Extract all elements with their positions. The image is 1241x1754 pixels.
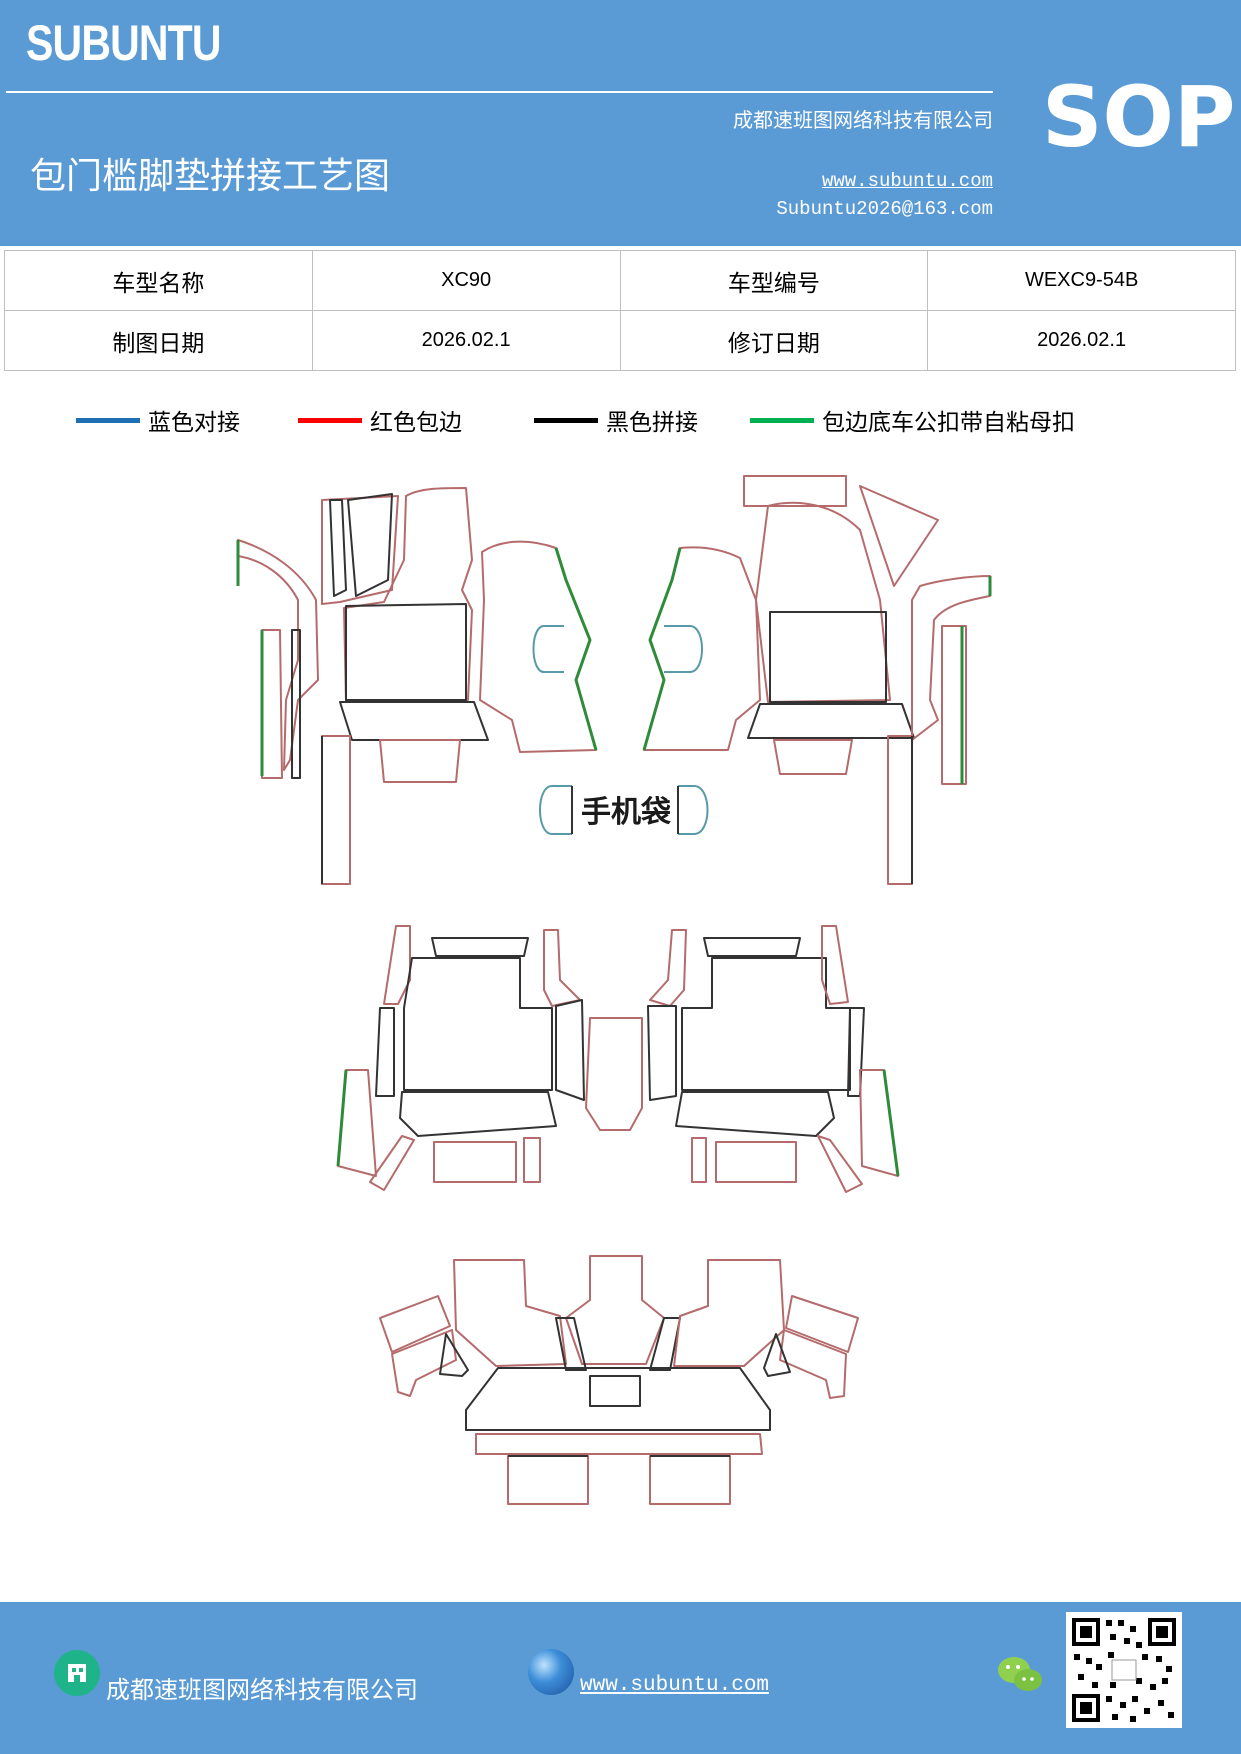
page-header: SUBUNTU SOP 包门槛脚垫拼接工艺图 成都速班图网络科技有限公司 www… — [0, 0, 1241, 246]
legend-item-blue: 蓝色对接 — [76, 400, 240, 440]
legend-item-black: 黑色拼接 — [534, 400, 698, 440]
model-code-label: 车型编号 — [619, 250, 929, 311]
legend-label: 黑色拼接 — [606, 410, 698, 436]
header-divider — [6, 91, 993, 93]
brand-logo: SUBUNTU — [26, 15, 222, 71]
legend-label: 红色包边 — [370, 410, 462, 436]
front-left-mat-group — [236, 487, 489, 885]
third-row-mat-group — [379, 1255, 859, 1505]
legend-swatch-red — [298, 417, 362, 423]
legend-swatch-black — [534, 417, 598, 423]
table-row: 车型名称 XC90 车型编号 WEXC9-54B — [4, 250, 1236, 311]
phone-pocket-label: 手机袋 — [581, 795, 671, 830]
legend-label: 蓝色对接 — [148, 410, 240, 436]
header-website-link[interactable]: www.subuntu.com — [821, 170, 993, 192]
table-row: 制图日期 2026.02.1 修订日期 2026.02.1 — [4, 310, 1236, 371]
second-row-center-mat — [585, 1017, 643, 1131]
wechat-icon[interactable] — [996, 1654, 1044, 1696]
front-right-pillar-mat — [642, 546, 761, 751]
legend-label: 包边底车公扣带自粘母扣 — [822, 410, 1075, 436]
second-row-right-mat — [647, 925, 900, 1193]
drawing-date-label: 制图日期 — [4, 310, 313, 371]
second-row-left-mat — [336, 925, 585, 1191]
qr-code — [1066, 1612, 1182, 1728]
drawing-date-value: 2026.02.1 — [311, 310, 621, 371]
model-name-value: XC90 — [311, 250, 621, 311]
legend-item-green: 包边底车公扣带自粘母扣 — [750, 400, 1075, 440]
page-footer: 成都速班图网络科技有限公司 www.subuntu.com — [0, 1602, 1241, 1754]
revision-date-label: 修订日期 — [619, 310, 929, 371]
legend-item-red: 红色包边 — [298, 400, 462, 440]
footer-company-name: 成都速班图网络科技有限公司 — [106, 1676, 418, 1704]
sop-badge: SOP — [1042, 68, 1236, 166]
legend-swatch-blue — [76, 417, 140, 423]
globe-icon — [528, 1649, 574, 1695]
revision-date-value: 2026.02.1 — [927, 310, 1236, 371]
model-name-label: 车型名称 — [4, 250, 313, 311]
legend-swatch-green — [750, 417, 814, 423]
footer-website-link[interactable]: www.subuntu.com — [580, 1674, 770, 1697]
header-company-name: 成都速班图网络科技有限公司 — [733, 108, 993, 132]
vehicle-info-table: 车型名称 XC90 车型编号 WEXC9-54B 制图日期 2026.02.1 … — [4, 250, 1236, 371]
header-email[interactable]: Subuntu2026@163.com — [776, 198, 993, 220]
front-left-pillar-mat — [479, 540, 598, 753]
model-code-value: WEXC9-54B — [927, 250, 1236, 311]
page-title: 包门槛脚垫拼接工艺图 — [30, 156, 391, 197]
building-icon — [54, 1650, 100, 1696]
phone-pocket-group — [539, 785, 709, 835]
front-right-mat-group — [743, 475, 992, 885]
